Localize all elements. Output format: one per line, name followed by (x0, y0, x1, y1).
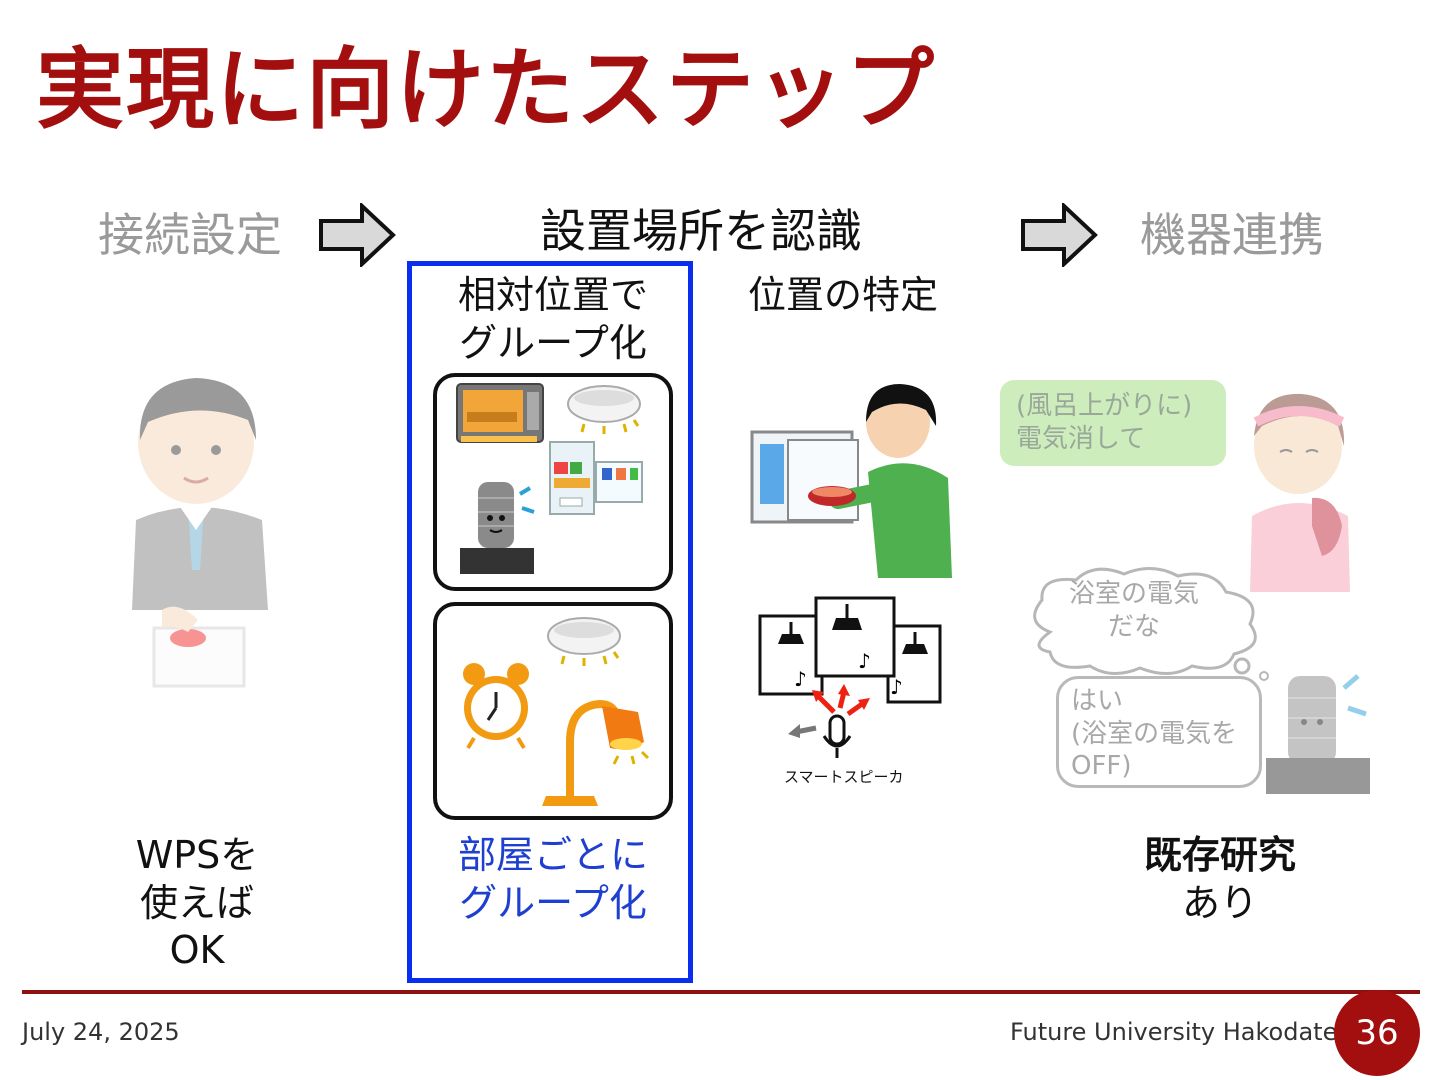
microwave-icon (455, 382, 545, 446)
businessman-button-icon (118, 370, 288, 700)
lamp-rooms-icon: ♪ ♪ ♪ (758, 596, 944, 706)
label-room-group: 部屋ごとに グループ化 (457, 833, 648, 925)
woman-after-bath-icon (1232, 386, 1362, 592)
desk-lamp-icon (540, 692, 650, 810)
smart-speaker-caption: スマートスピーカ (784, 768, 904, 786)
step-recognize: 設置場所を認識 (540, 204, 862, 258)
speech-bubble-user: (風呂上がりに) 電気消して (1000, 380, 1226, 466)
svg-text:♪: ♪ (890, 675, 903, 699)
alarm-clock-icon (460, 660, 532, 750)
svg-text:♪: ♪ (858, 649, 871, 673)
slide-title: 実現に向けたステップ (36, 38, 937, 141)
ceiling-light-icon (544, 612, 624, 668)
smart-speaker-icon (458, 478, 548, 578)
ceiling-light-icon (564, 380, 644, 436)
label-prior-research-bold: 既存研究 (1143, 833, 1296, 877)
footer-divider (22, 990, 1420, 994)
fridge-icon (546, 436, 646, 518)
speech-bubble-reply: はい (浴室の電気を OFF) (1056, 676, 1262, 788)
svg-text:♪: ♪ (794, 667, 807, 691)
label-prior-research-rest: あり (1181, 880, 1258, 925)
label-wps: WPSを 使えば OK (135, 833, 259, 972)
thought-text: 浴室の電気 だな (1068, 579, 1199, 643)
footer-date: July 24, 2025 (22, 1018, 180, 1046)
microphone-icon (782, 682, 882, 766)
page-number: 36 (1334, 990, 1420, 1076)
step-cooperate: 機器連携 (1140, 208, 1324, 262)
label-prior-research: 既存研究 あり (1120, 832, 1320, 927)
subheading-position-identify: 位置の特定 (748, 273, 939, 317)
step-connect: 接続設定 (98, 208, 282, 262)
smart-speaker-icon (1258, 664, 1378, 800)
focus-frame (407, 261, 693, 983)
boy-microwave-icon (748, 382, 958, 578)
thought-cloud-icon (1020, 562, 1270, 682)
footer-org: Future University Hakodate (1010, 1018, 1338, 1046)
arrow-right-icon (1020, 203, 1098, 267)
subheading-relative-group: 相対位置で グループ化 (457, 273, 648, 365)
arrow-right-icon (318, 203, 396, 267)
